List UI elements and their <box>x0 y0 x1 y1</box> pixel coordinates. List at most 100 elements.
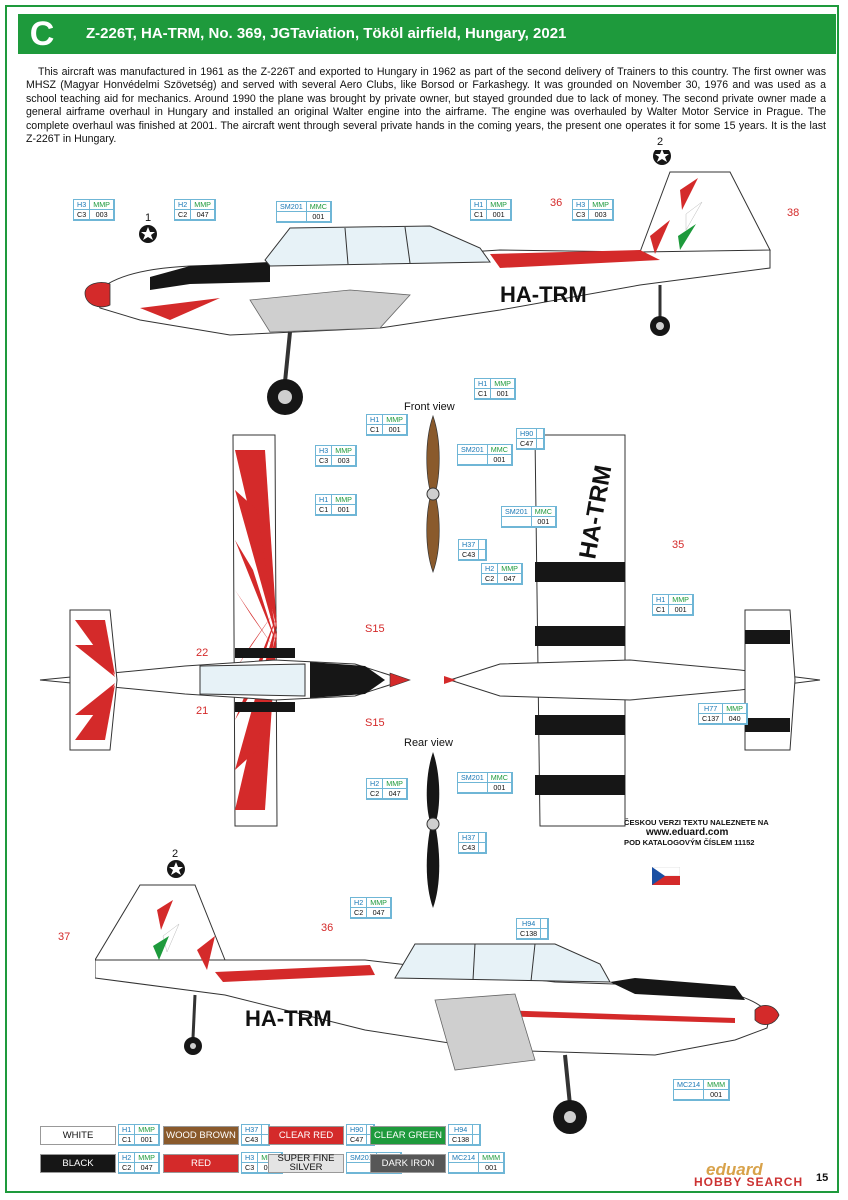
callout-38: 38 <box>787 207 800 219</box>
legend-swatch: WOOD BROWN <box>163 1125 239 1145</box>
color-key-h90: H90 C47 <box>516 428 546 450</box>
registration-top: HA-TRM <box>500 282 587 307</box>
legend-code: H94 <box>449 1125 474 1135</box>
legend-code: C43 <box>242 1135 263 1145</box>
top-view <box>39 434 411 827</box>
page-number: 15 <box>816 1172 829 1184</box>
scheme-title: Z-226T, HA-TRM, No. 369, JGTaviation, Tö… <box>86 25 567 42</box>
legend-code: C2 <box>119 1163 136 1173</box>
hobby-search-watermark: HOBBY SEARCH <box>694 1175 804 1189</box>
color-key-h94: H94 C138 <box>516 918 550 940</box>
callout-s15b: S15 <box>365 717 385 729</box>
callout-s15a: S15 <box>365 623 385 635</box>
legend-code: H1 <box>119 1125 136 1135</box>
scheme-letter: C <box>29 15 55 53</box>
legend-code: MC214 <box>449 1153 480 1163</box>
legend-code: MMP <box>135 1153 159 1163</box>
legend-code: 001 <box>479 1163 505 1173</box>
callout-2a: 2 <box>657 136 664 148</box>
callout-35: 35 <box>672 539 685 551</box>
legend-code <box>473 1125 481 1135</box>
rear-view-label: Rear view <box>404 737 453 749</box>
legend-swatch: WHITE <box>40 1125 116 1145</box>
side-profile-top: HA-TRM <box>84 150 771 415</box>
legend-swatch: SUPER FINE SILVER <box>268 1153 344 1173</box>
czech-note-line1: ČESKOU VERZI TEXTU NALEZNETE NA <box>624 818 769 827</box>
legend-code: MMM <box>479 1153 505 1163</box>
legend-swatch: RED <box>163 1153 239 1173</box>
legend-code: H90 <box>347 1125 368 1135</box>
legend-code: C1 <box>119 1135 136 1145</box>
header-band <box>18 14 836 54</box>
legend-code: H37 <box>242 1125 263 1135</box>
legend-code: C3 <box>242 1163 259 1173</box>
callout-21: 21 <box>196 705 209 717</box>
legend-code <box>449 1163 480 1173</box>
czech-note: ČESKOU VERZI TEXTU NALEZNETE NA www.edua… <box>624 818 769 848</box>
legend-code: H3 <box>242 1153 259 1163</box>
legend-code: C138 <box>449 1135 474 1145</box>
registration-bottom-profile: HA-TRM <box>245 1006 332 1031</box>
legend-code: C47 <box>347 1135 368 1145</box>
propeller-rear <box>426 752 440 908</box>
czech-flag-icon <box>652 867 680 885</box>
legend-swatch: BLACK <box>40 1153 116 1173</box>
side-profile-bottom: HA-TRM <box>95 884 780 1134</box>
legend-swatch: DARK IRON <box>370 1153 446 1173</box>
legend-code: 001 <box>135 1135 159 1145</box>
callout-37: 37 <box>58 931 71 943</box>
page-frame <box>5 5 839 1193</box>
czech-note-url: www.eduard.com <box>646 827 729 838</box>
callout-36a: 36 <box>550 197 563 209</box>
legend-swatch: CLEAR RED <box>268 1125 344 1145</box>
color-key-h37-rear: H37 C43 <box>458 832 488 854</box>
legend-code: 047 <box>135 1163 159 1173</box>
legend-code: H2 <box>119 1153 136 1163</box>
front-view-label: Front view <box>404 401 455 413</box>
legend-item: REDH3MMPC3003 <box>163 1152 283 1174</box>
star-roundel-bottom <box>167 860 185 878</box>
callout-1: 1 <box>145 212 152 224</box>
czech-note-line3: POD KATALOGOVÝM ČÍSLEM 11152 <box>624 838 755 847</box>
callout-22: 22 <box>196 647 209 659</box>
intro-text: This aircraft was manufactured in 1961 a… <box>26 66 826 146</box>
legend-swatch: CLEAR GREEN <box>370 1125 446 1145</box>
color-key-h37-prop: H37 C43 <box>458 539 488 561</box>
propeller-front <box>426 414 440 574</box>
eduard-logo: eduard <box>706 1160 763 1179</box>
legend-code <box>473 1135 481 1145</box>
callout-36b: 36 <box>321 922 334 934</box>
legend-code: MMP <box>135 1125 159 1135</box>
callout-2b: 2 <box>172 848 179 860</box>
bottom-view: HA-TRM <box>444 434 821 827</box>
